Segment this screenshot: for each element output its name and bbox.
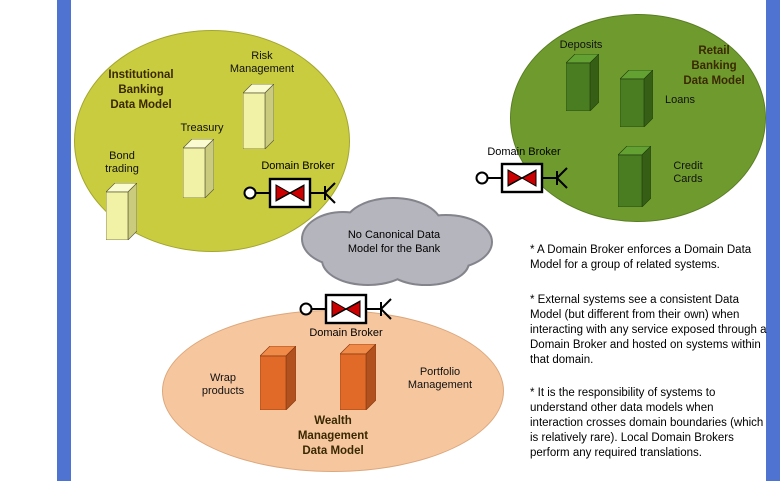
deposits-bar-icon [566,54,599,111]
wrap-products-bar-icon [260,346,296,410]
bond-trading-bar-icon [106,183,137,240]
note-domain-broker-enforces: * A Domain Broker enforces a Domain Data… [530,244,752,271]
institutional-banking-title: Institutional Banking Data Model [108,69,174,111]
domain-broker-label: Domain Broker [487,146,561,158]
cloud-label: No Canonical Data Model for the Bank [347,229,441,256]
treasury-label: Treasury [180,122,224,134]
portfolio-management-bar-icon [340,344,376,410]
deposits-label: Deposits [559,39,603,51]
domain-broker-icon [474,161,570,195]
bond-trading-label: Bond trading [105,150,139,175]
risk-management-label: Risk Management [229,50,295,75]
wealth-management-title: Wealth Management Data Model [297,415,369,457]
domain-broker-label: Domain Broker [309,327,383,339]
loans-bar-icon [620,70,653,127]
note-responsibility: * It is the responsibility of systems to… [530,387,764,459]
domain-broker-icon [298,292,394,326]
credit-cards-bar-icon [618,146,651,207]
wealth-management-ellipse [162,310,504,472]
retail-banking-title: Retail Banking Data Model [683,45,745,87]
note-external-systems: * External systems see a consistent Data… [530,294,767,366]
domain-broker-label: Domain Broker [261,160,335,172]
portfolio-management-label: Portfolio Management [407,366,473,391]
left-blue-strip [57,0,71,481]
risk-management-bar-icon [243,84,274,149]
treasury-bar-icon [183,139,214,198]
right-blue-strip [766,0,780,481]
wrap-products-label: Wrap products [201,372,245,397]
loans-label: Loans [665,94,695,106]
credit-cards-label: Credit Cards [673,160,703,185]
